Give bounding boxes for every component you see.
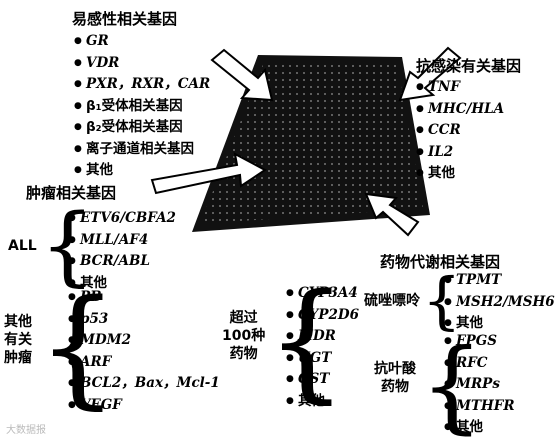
heading-tumor: 肿瘤相关基因 — [26, 184, 117, 202]
list-item: MTHFR — [444, 396, 515, 418]
list-item: 其他 — [444, 417, 515, 439]
list-item: MDR — [286, 326, 359, 348]
group-label-thiopurine: 硫唑嘌呤 — [364, 293, 420, 309]
group-label-line: 药物 — [381, 379, 409, 395]
watermark: 大数据报 — [6, 425, 46, 436]
list-item: VDR — [74, 53, 210, 75]
list-item: 其他 — [416, 163, 504, 185]
heading-infection: 抗感染有关基因 — [416, 57, 522, 75]
list-item: UGT — [286, 348, 359, 370]
list-item: p53 — [68, 309, 220, 331]
list-item: TNF — [416, 77, 504, 99]
list-thiopurine: TPMTMSH2/MSH6其他 — [444, 270, 555, 335]
list-item: GST — [286, 369, 359, 391]
list-item: MRPs — [444, 374, 515, 396]
list-item: RFC — [444, 353, 515, 375]
group-label-line: 药物 — [229, 346, 258, 362]
list-item: IL2 — [416, 142, 504, 164]
list-other-tumor: PBp53MDM2ARFBCL2，Bax，Mcl-1VEGF — [68, 287, 220, 416]
list-item: 其他 — [286, 391, 359, 413]
list-susceptibility: GRVDRPXR，RXR，CARβ₁受体相关基因β₂受体相关基因离子通道相关基因… — [74, 31, 210, 182]
list-item: MHC/HLA — [416, 99, 504, 121]
group-label-other-tumor: 其他有关肿瘤 — [4, 313, 32, 367]
list-item: CYP3A4 — [286, 283, 359, 305]
list-item: MLL/AF4 — [68, 230, 176, 252]
list-item: ETV6/CBFA2 — [68, 208, 176, 230]
group-label-line: 超过 — [229, 310, 258, 326]
list-item: MDM2 — [68, 330, 220, 352]
group-label-all: ALL — [8, 238, 37, 254]
list-item: GR — [74, 31, 210, 53]
list-all: ETV6/CBFA2MLL/AF4BCR/ABL其他 — [68, 208, 176, 294]
list-item: 其他 — [74, 160, 210, 182]
group-label-line: 100种 — [222, 328, 266, 344]
list-item: FPGS — [444, 331, 515, 353]
heading-susceptibility: 易感性相关基因 — [72, 10, 178, 28]
list-item: PXR，RXR，CAR — [74, 74, 210, 96]
list-item: MSH2/MSH6 — [444, 292, 555, 314]
list-item: VEGF — [68, 395, 220, 417]
group-label-over-100-drugs: 超过 100种药物 — [222, 309, 265, 363]
list-item: TPMT — [444, 270, 555, 292]
group-label-line: 抗叶酸 — [374, 361, 416, 377]
list-item: CCR — [416, 120, 504, 142]
list-item: β₂受体相关基因 — [74, 117, 210, 139]
list-antifolate: FPGSRFCMRPsMTHFR其他 — [444, 331, 515, 439]
list-item: PB — [68, 287, 220, 309]
list-item: ARF — [68, 352, 220, 374]
arrow-bottom-right — [364, 192, 420, 237]
list-infection: TNFMHC/HLACCRIL2其他 — [416, 77, 504, 185]
group-label-line: 其他 — [4, 314, 32, 330]
list-over-100-drugs: CYP3A4CYP2D6MDRUGTGST其他 — [286, 283, 359, 412]
arrow-top-left — [210, 48, 274, 102]
list-item: BCR/ABL — [68, 251, 176, 273]
list-item: BCL2，Bax，Mcl-1 — [68, 373, 220, 395]
heading-drug-metabolism: 药物代谢相关基因 — [380, 253, 501, 271]
group-label-line: 肿瘤 — [4, 350, 32, 366]
group-label-antifolate: 抗叶酸药物 — [374, 360, 416, 396]
microarray-spots — [200, 62, 423, 224]
group-label-line: 有关 — [4, 332, 32, 348]
list-item: β₁受体相关基因 — [74, 96, 210, 118]
list-item: 离子通道相关基因 — [74, 139, 210, 161]
list-item: 其他 — [444, 313, 555, 335]
list-item: CYP2D6 — [286, 305, 359, 327]
